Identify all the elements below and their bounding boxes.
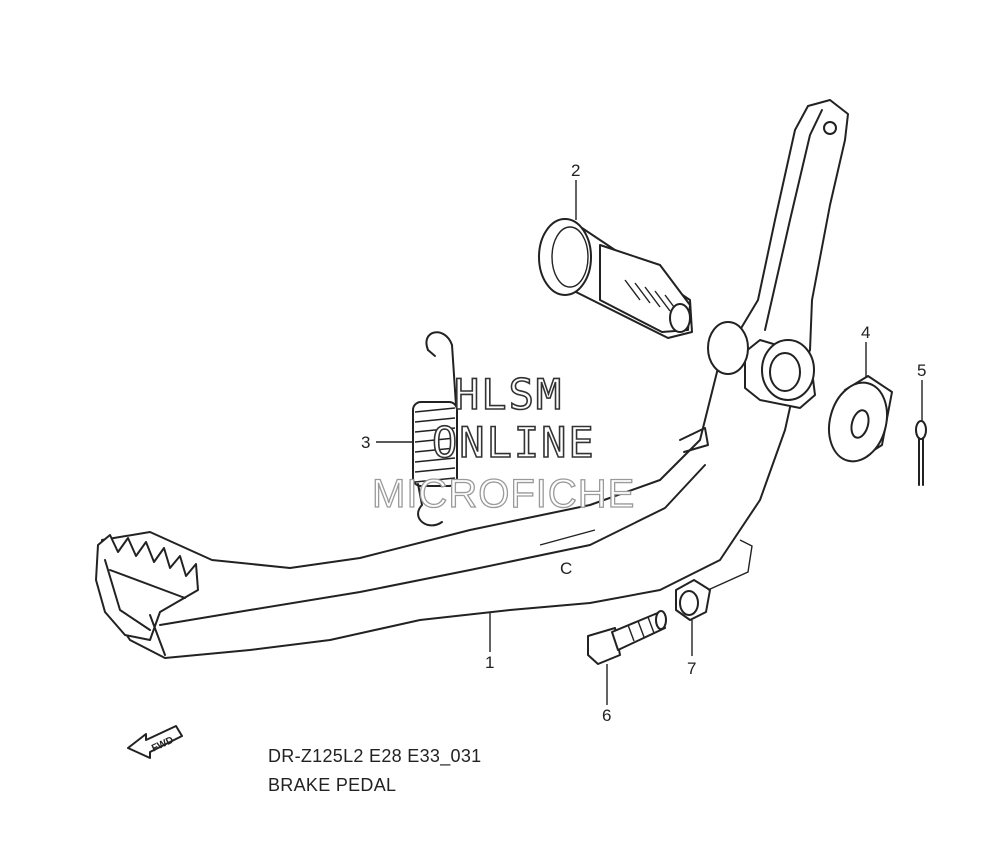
watermark-line-3: MICROFICHE: [372, 472, 635, 516]
assembly-guide-line: [707, 539, 753, 591]
watermark: HLSM ONLINE MICROFICHE: [371, 369, 635, 516]
pivot-shaft-part[interactable]: [538, 218, 693, 339]
cotter-pin-part[interactable]: [915, 420, 927, 486]
nut-part[interactable]: [675, 579, 711, 621]
diagram-title: BRAKE PEDAL: [268, 775, 397, 795]
leader-lines: [376, 180, 923, 705]
diagram-model-code: DR-Z125L2 E28 E33_031: [268, 746, 482, 766]
callout-7: 7: [687, 659, 696, 678]
callout-1: 1: [485, 653, 494, 672]
callout-3: 3: [361, 433, 370, 452]
bolt-part[interactable]: [587, 610, 667, 665]
callout-2: 2: [571, 161, 580, 180]
watermark-line-2: ONLINE: [432, 418, 596, 467]
pedal-mark-c: C: [560, 559, 572, 578]
forward-arrow-icon: FWD: [127, 725, 183, 759]
callout-6: 6: [602, 706, 611, 725]
brake-pedal-part[interactable]: C: [95, 99, 849, 659]
washer-part[interactable]: [821, 375, 896, 468]
callout-5: 5: [917, 361, 926, 380]
watermark-line-1: HLSM: [454, 370, 563, 419]
return-spring-part[interactable]: [412, 331, 458, 527]
callout-4: 4: [861, 323, 870, 342]
